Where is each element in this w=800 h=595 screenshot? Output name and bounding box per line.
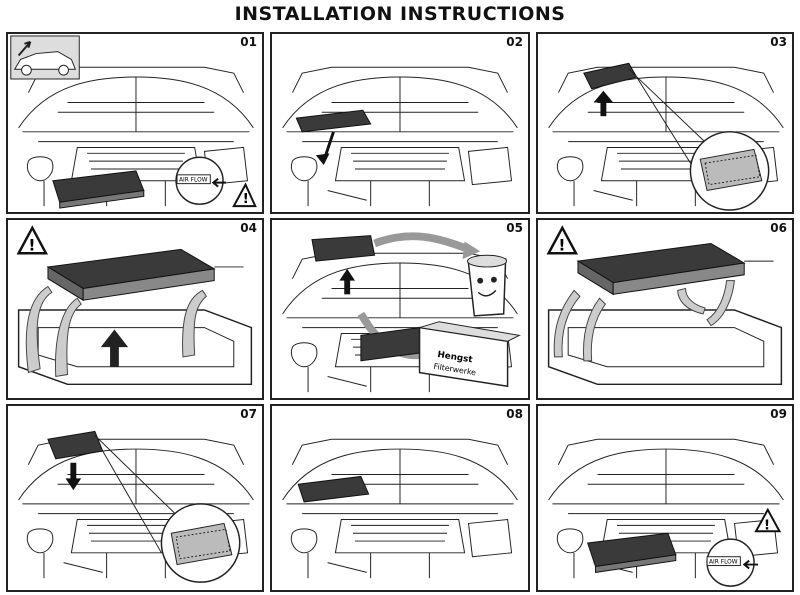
engine-bay-drawing bbox=[282, 66, 518, 207]
step-08-illustration bbox=[282, 438, 518, 579]
engine-line bbox=[291, 66, 509, 93]
step-05-illustration: Hengst Filterwerke bbox=[282, 232, 521, 393]
engine-line bbox=[307, 366, 367, 393]
engine-line bbox=[370, 552, 430, 579]
arrow-up-icon bbox=[339, 268, 356, 295]
engine-line bbox=[27, 438, 245, 465]
engine-bay-drawing bbox=[282, 438, 518, 579]
step-panel-03: 03 bbox=[536, 32, 794, 214]
engine-line bbox=[106, 552, 166, 579]
step-number: 06 bbox=[770, 221, 787, 235]
step-number: 03 bbox=[770, 35, 787, 49]
airflow-arrows bbox=[553, 280, 735, 362]
cabin-filter bbox=[583, 62, 638, 90]
step-panel-07: 07 bbox=[6, 404, 264, 592]
new-filter-box: Hengst Filterwerke bbox=[360, 321, 521, 388]
svg-text:!: ! bbox=[243, 191, 249, 207]
airflow-arrows bbox=[25, 285, 208, 378]
engine-line bbox=[321, 287, 479, 299]
magnifier-icon: AIR FLOW bbox=[706, 538, 758, 587]
arrow-up-icon bbox=[100, 329, 129, 367]
step-panel-05: Hengst Filterwerke 05 bbox=[270, 218, 530, 400]
engine-line bbox=[26, 156, 54, 182]
engine-line bbox=[334, 146, 466, 182]
arrow-up-icon bbox=[593, 90, 614, 117]
car-inset-icon bbox=[10, 35, 80, 80]
step-panel-06: ! 06 bbox=[536, 218, 794, 400]
step-04-illustration: ! bbox=[16, 225, 253, 386]
step-01-illustration: AIR FLOW ! bbox=[10, 35, 257, 209]
cabin-filter bbox=[52, 170, 145, 209]
step-number: 02 bbox=[506, 35, 523, 49]
step-number: 07 bbox=[240, 407, 257, 421]
step-panel-04: ! 04 bbox=[6, 218, 264, 400]
engine-line bbox=[557, 438, 775, 465]
trash-can-icon bbox=[466, 254, 508, 317]
cabin-filter bbox=[47, 430, 104, 460]
engine-line bbox=[556, 156, 584, 182]
step-panel-02: 02 bbox=[270, 32, 530, 214]
engine-line bbox=[587, 474, 745, 485]
engine-line bbox=[334, 519, 466, 554]
instruction-grid: AIR FLOW ! 01 02 bbox=[6, 32, 794, 592]
engine-line bbox=[351, 524, 449, 542]
engine-line bbox=[26, 528, 54, 554]
step-number: 08 bbox=[506, 407, 523, 421]
step-09-illustration: AIR FLOW ! bbox=[548, 438, 784, 587]
step-03-illustration bbox=[548, 62, 784, 211]
step-panel-09: AIR FLOW ! 09 bbox=[536, 404, 794, 592]
warning-icon: ! bbox=[754, 507, 782, 533]
engine-line bbox=[636, 180, 696, 207]
svg-text:!: ! bbox=[28, 235, 35, 254]
step-07-illustration bbox=[18, 430, 254, 583]
engine-line bbox=[290, 528, 318, 554]
step-number: 04 bbox=[240, 221, 257, 235]
engine-line bbox=[556, 528, 584, 554]
engine-line bbox=[57, 474, 215, 485]
cabin-filter bbox=[587, 532, 677, 573]
svg-text:!: ! bbox=[558, 235, 565, 254]
engine-line bbox=[467, 518, 513, 558]
engine-bay-drawing bbox=[18, 438, 254, 579]
svg-text:!: ! bbox=[764, 517, 770, 533]
engine-line bbox=[57, 101, 215, 113]
engine-line bbox=[557, 66, 774, 93]
engine-line bbox=[351, 152, 449, 170]
step-02-illustration bbox=[282, 66, 518, 207]
engine-line bbox=[370, 180, 430, 207]
airflow-label: AIR FLOW bbox=[179, 178, 208, 184]
engine-line bbox=[290, 342, 318, 368]
engine-line bbox=[573, 180, 633, 207]
magnifier-icon bbox=[160, 503, 241, 583]
warning-icon: ! bbox=[546, 225, 579, 255]
page-title: INSTALLATION INSTRUCTIONS bbox=[234, 3, 566, 25]
engine-line bbox=[467, 146, 513, 186]
magnifier-icon: AIR FLOW bbox=[175, 156, 226, 205]
old-cabin-filter bbox=[311, 235, 376, 262]
warning-icon: ! bbox=[232, 182, 257, 207]
engine-line bbox=[87, 152, 185, 170]
engine-line bbox=[587, 101, 745, 113]
step-number: 09 bbox=[770, 407, 787, 421]
engine-line bbox=[307, 180, 367, 207]
warning-icon: ! bbox=[16, 225, 49, 255]
arrow-down-icon bbox=[65, 462, 82, 491]
engine-line bbox=[291, 438, 509, 465]
housing-lid bbox=[297, 475, 370, 503]
step-number: 05 bbox=[506, 221, 523, 235]
magnifier-icon bbox=[689, 131, 770, 211]
arrow-down-icon bbox=[315, 131, 335, 166]
step-06-illustration: ! bbox=[546, 225, 783, 386]
engine-line bbox=[290, 156, 318, 182]
airflow-label: AIR FLOW bbox=[709, 560, 738, 566]
housing-lid bbox=[295, 109, 372, 133]
engine-line bbox=[307, 552, 367, 579]
step-panel-01: AIR FLOW ! 01 bbox=[6, 32, 264, 214]
step-panel-08: 08 bbox=[270, 404, 530, 592]
step-number: 01 bbox=[240, 35, 257, 49]
engine-line bbox=[43, 552, 103, 579]
